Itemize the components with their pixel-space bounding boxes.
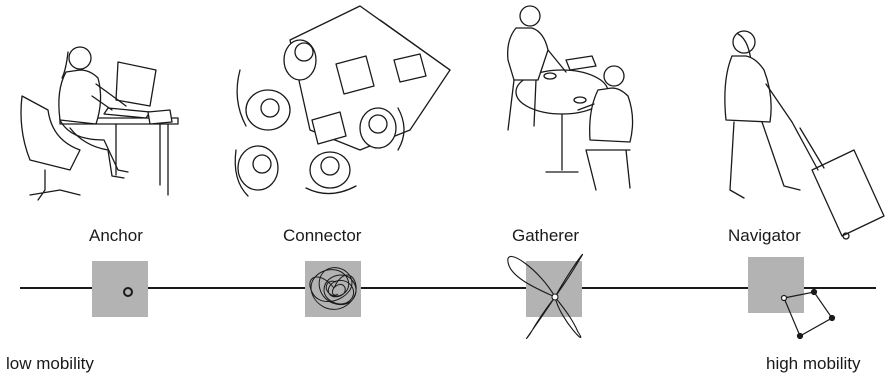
gatherer-pattern: [507, 254, 583, 340]
navigator-pattern: [780, 288, 836, 340]
low-mobility-label: low mobility: [6, 354, 94, 373]
anchor-illustration: [20, 46, 179, 201]
navigator-box: [748, 257, 804, 313]
navigator-illustration: [724, 30, 885, 240]
anchor-pattern: [123, 287, 133, 297]
high-mobility-label: high mobility: [766, 354, 861, 373]
gatherer-illustration: [507, 5, 634, 191]
navigator-label: Navigator: [728, 226, 801, 245]
anchor-label: Anchor: [89, 226, 143, 245]
anchor-box: [92, 261, 148, 317]
connector-label: Connector: [283, 226, 362, 245]
connector-pattern: [309, 267, 357, 310]
gatherer-label: Gatherer: [512, 226, 580, 245]
connector-illustration: [234, 5, 451, 197]
